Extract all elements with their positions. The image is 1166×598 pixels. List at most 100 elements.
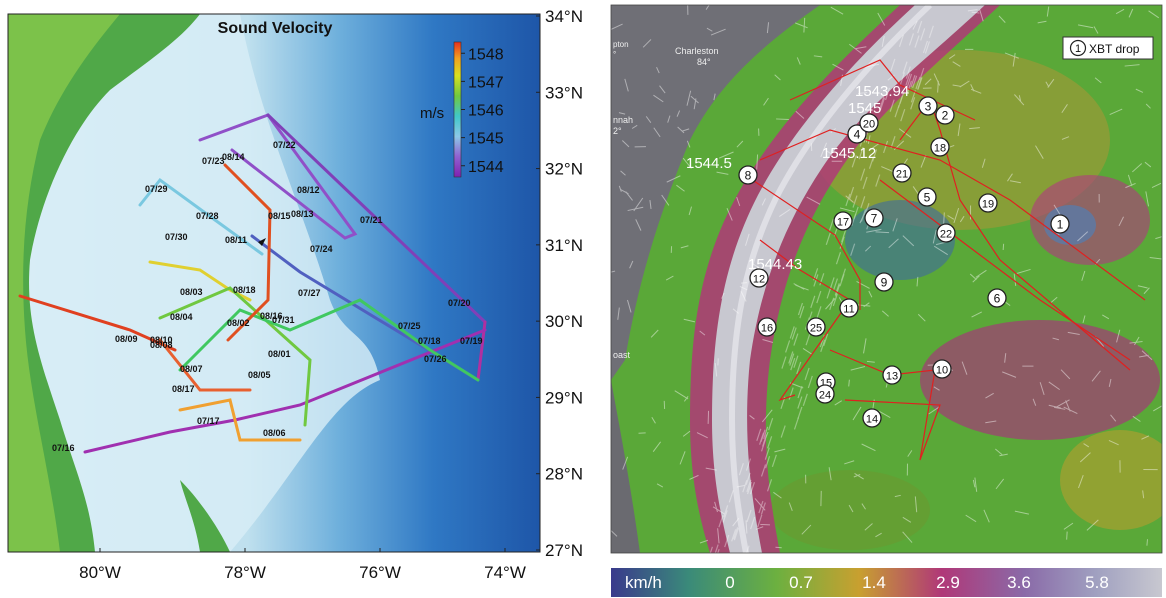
city-temp-savannah: 2° (613, 126, 622, 136)
track-date-label: 08/14 (222, 152, 245, 162)
colorbar-unit: m/s (420, 105, 444, 122)
track-date-label: 07/16 (52, 443, 75, 453)
speed-tick-label: 3.6 (1007, 573, 1031, 592)
xbt-drop-marker[interactable]: 9 (874, 272, 894, 292)
coastal-land (8, 14, 200, 552)
track-date-label: 08/07 (180, 364, 203, 374)
svg-text:6: 6 (994, 292, 1001, 306)
track-date-label: 08/10 (150, 335, 173, 345)
xbt-drop-marker[interactable]: 19 (978, 193, 998, 213)
city-temp-label: 84° (697, 57, 711, 67)
track-date-label: 08/03 (180, 287, 203, 297)
xbt-drop-marker[interactable]: 20 (859, 113, 879, 133)
velocity-label: 1544.5 (686, 155, 732, 172)
track-date-label: 08/15 (268, 211, 291, 221)
xbt-drop-marker[interactable]: 17 (833, 211, 853, 231)
track-date-label: 08/12 (297, 185, 320, 195)
xbt-drop-marker[interactable]: 22 (936, 223, 956, 243)
xbt-drop-marker[interactable]: 10 (932, 359, 952, 379)
colorbar-tick-label: 1547 (468, 74, 504, 91)
city-label-coast: oast (613, 350, 631, 360)
svg-text:13: 13 (886, 371, 898, 383)
xbt-drop-marker[interactable]: 14 (862, 408, 882, 428)
xbt-drop-marker[interactable]: 1 (1050, 214, 1070, 234)
xbt-drop-marker[interactable]: 13 (882, 365, 902, 385)
track-date-label: 07/24 (310, 244, 333, 254)
colorbar-tick-label: 1546 (468, 103, 504, 120)
city-label-charleston: Charleston (675, 46, 719, 56)
legend-marker-number: 1 (1075, 43, 1081, 55)
xbt-drop-marker[interactable]: 5 (917, 187, 937, 207)
track-date-label: 08/18 (233, 285, 256, 295)
svg-text:24: 24 (819, 390, 831, 402)
track-date-label: 07/25 (398, 321, 421, 331)
speed-tick-label: 5.8 (1085, 573, 1109, 592)
xbt-drop-marker[interactable]: 12 (749, 268, 769, 288)
xbt-drop-marker[interactable]: 3 (918, 96, 938, 116)
track-date-label: 08/06 (263, 428, 286, 438)
lon-tick-label: 74°W (484, 563, 526, 582)
legend-label: XBT drop (1089, 42, 1140, 56)
track-date-label: 08/08 (150, 340, 173, 350)
xbt-drop-marker[interactable]: 16 (757, 317, 777, 337)
svg-text:9: 9 (881, 276, 888, 290)
track-date-label: 08/13 (291, 209, 314, 219)
svg-text:22: 22 (940, 229, 952, 241)
track-date-label: 08/09 (115, 334, 138, 344)
track-date-label: 07/19 (460, 336, 483, 346)
land-area (611, 5, 820, 380)
colorbar-tick-label: 1548 (468, 46, 504, 63)
city-label-savannah: nnah (613, 115, 633, 125)
track-date-label: 07/30 (165, 232, 188, 242)
lat-tick-label: 32°N (545, 160, 583, 179)
xbt-drop-marker[interactable]: 2 (935, 105, 955, 125)
track-date-label: 07/27 (298, 288, 321, 298)
speed-scale-unit: km/h (625, 573, 662, 592)
colorbar-tick-label: 1545 (468, 131, 504, 148)
lon-tick-label: 78°W (224, 563, 266, 582)
xbt-drop-marker[interactable]: 6 (987, 288, 1007, 308)
speed-tick-label: 1.4 (862, 573, 886, 592)
xbt-drop-marker[interactable]: 4 (847, 124, 867, 144)
svg-text:16: 16 (761, 323, 773, 335)
svg-text:10: 10 (936, 365, 948, 377)
xbt-drop-marker[interactable]: 21 (892, 163, 912, 183)
svg-text:12: 12 (753, 274, 765, 286)
velocity-label: 1543.94 (855, 83, 909, 100)
lat-tick-label: 33°N (545, 83, 583, 102)
xbt-drop-marker[interactable]: 11 (839, 298, 859, 318)
lon-tick-label: 76°W (359, 563, 401, 582)
svg-text:21: 21 (896, 169, 908, 181)
xbt-drop-marker[interactable]: 24 (815, 384, 835, 404)
svg-text:17: 17 (837, 217, 849, 229)
lat-tick-label: 27°N (545, 541, 583, 560)
xbt-legend: 1 XBT drop (1062, 36, 1154, 60)
track-date-label: 08/05 (248, 370, 271, 380)
lat-tick-label: 28°N (545, 465, 583, 484)
xbt-drop-marker[interactable]: 25 (806, 317, 826, 337)
svg-text:20: 20 (863, 119, 875, 131)
map-title: Sound Velocity (218, 20, 333, 37)
xbt-drop-marker[interactable]: 8 (738, 165, 758, 185)
svg-text:14: 14 (866, 414, 878, 426)
svg-text:19: 19 (982, 199, 994, 211)
xbt-drop-marker[interactable]: 18 (930, 137, 950, 157)
track-date-label: 08/01 (268, 349, 291, 359)
track-date-label: 07/17 (197, 416, 220, 426)
ship-tracks (18, 113, 487, 454)
track-date-label: 07/23 (202, 156, 225, 166)
xbt-drop-marker[interactable]: 7 (864, 208, 884, 228)
city-temp-partial: ° (613, 50, 616, 59)
svg-text:8: 8 (745, 169, 752, 183)
velocity-label: 1545 (848, 100, 881, 117)
lat-tick-label: 29°N (545, 388, 583, 407)
track-date-label: 07/29 (145, 184, 168, 194)
lon-tick-label: 80°W (79, 563, 121, 582)
svg-text:3: 3 (925, 100, 932, 114)
svg-text:7: 7 (871, 212, 878, 226)
svg-text:5: 5 (924, 191, 931, 205)
colorbar-tick-label: 1544 (468, 159, 504, 176)
speed-tick-label: 0 (725, 573, 734, 592)
